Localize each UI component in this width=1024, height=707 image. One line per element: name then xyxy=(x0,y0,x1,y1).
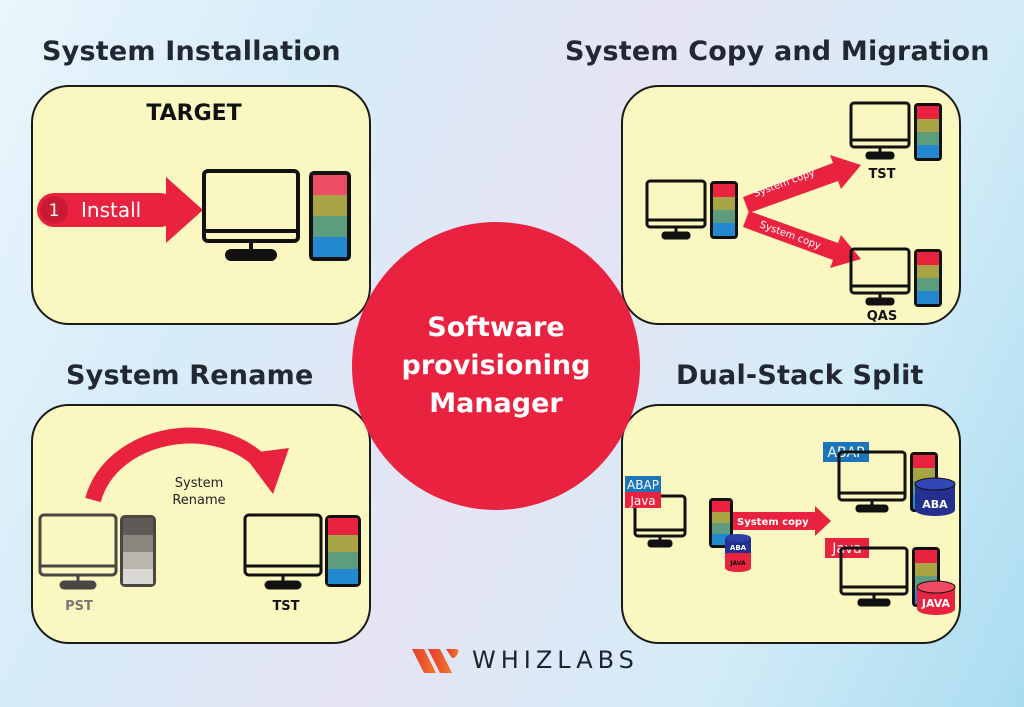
source-server-tower-icon xyxy=(710,181,738,239)
installation-illustration: TARGET 1 Install xyxy=(37,101,351,261)
install-step-number: 1 xyxy=(49,201,60,221)
pst-label: PST xyxy=(65,599,93,614)
tst-monitor-icon xyxy=(849,101,911,160)
whizlabs-logo-text: WHIZLABS xyxy=(472,646,639,674)
source-java-tag-text: Java xyxy=(629,494,655,508)
center-title-line3: Manager xyxy=(429,388,563,419)
dual-copy-arrow xyxy=(733,506,831,536)
dual-copy-arrow-label: System copy xyxy=(737,517,809,528)
install-step-label: Install xyxy=(81,198,141,222)
target-label: TARGET xyxy=(146,101,241,126)
panel-dual-stack-split: ABAP Java ABA JAVA System copy ABAP xyxy=(621,404,961,644)
center-title-line1: Software xyxy=(427,312,565,343)
source-abap-tag-label: ABAP xyxy=(627,478,659,492)
target-abap-database-icon xyxy=(914,477,956,516)
tst-server-tower-icon xyxy=(914,103,942,161)
source-db-bottom-label: JAVA xyxy=(729,560,746,567)
qas-server-tower-icon xyxy=(914,249,942,307)
monitor-icon xyxy=(202,169,300,261)
target-abap-monitor-icon xyxy=(837,450,907,513)
tst-label: TST xyxy=(868,167,895,182)
source-dual-server-tower-icon xyxy=(709,498,733,548)
copy-migration-illustration: System copy System copy TST xyxy=(645,101,942,324)
pst-server-tower-icon xyxy=(120,515,156,587)
whizlabs-logo: WHIZLABS xyxy=(410,645,639,675)
tst-rename-label: TST xyxy=(272,599,299,614)
heading-system-rename: System Rename xyxy=(66,360,314,391)
tst-rename-monitor-icon xyxy=(243,513,323,590)
dual-stack-illustration: ABAP Java ABA JAVA System copy ABAP xyxy=(625,442,956,615)
heading-system-copy-migration: System Copy and Migration xyxy=(565,36,990,67)
copy-arrow-bottom: System copy xyxy=(743,211,861,268)
panel-system-installation: TARGET 1 Install xyxy=(31,85,371,325)
rename-illustration: System Rename PST xyxy=(38,427,361,614)
heading-dual-stack-split: Dual-Stack Split xyxy=(676,360,924,391)
whizlabs-logo-icon xyxy=(412,649,459,673)
source-db-top-label: ABA xyxy=(730,544,747,552)
source-database-icon xyxy=(725,534,751,572)
center-title-line2: provisioning xyxy=(401,350,591,381)
tst-rename-server-tower-icon xyxy=(325,515,361,587)
rename-curved-arrow xyxy=(85,427,289,503)
target-java-monitor-icon xyxy=(839,546,909,607)
qas-label: QAS xyxy=(867,309,897,324)
center-title-circle: Software provisioning Manager xyxy=(352,222,640,510)
rename-label-line1: System xyxy=(175,476,223,491)
heading-system-installation: System Installation xyxy=(42,36,341,67)
target-java-database-icon xyxy=(916,580,956,615)
server-tower-icon xyxy=(309,171,351,261)
rename-label-line2: Rename xyxy=(172,493,225,508)
install-arrow: 1 Install xyxy=(37,177,203,243)
panel-system-copy-migration: System copy System copy TST xyxy=(621,85,961,325)
panel-system-rename: System Rename PST xyxy=(31,404,371,644)
target-abap-db-label: ABA xyxy=(922,498,948,511)
source-monitor-icon xyxy=(645,179,707,240)
copy-arrow-top: System copy xyxy=(743,155,861,213)
target-java-db-label: JAVA xyxy=(921,597,951,610)
pst-monitor-icon xyxy=(38,513,118,590)
source-java-tag xyxy=(625,492,661,508)
source-abap-tag xyxy=(625,476,661,492)
qas-monitor-icon xyxy=(849,247,911,306)
